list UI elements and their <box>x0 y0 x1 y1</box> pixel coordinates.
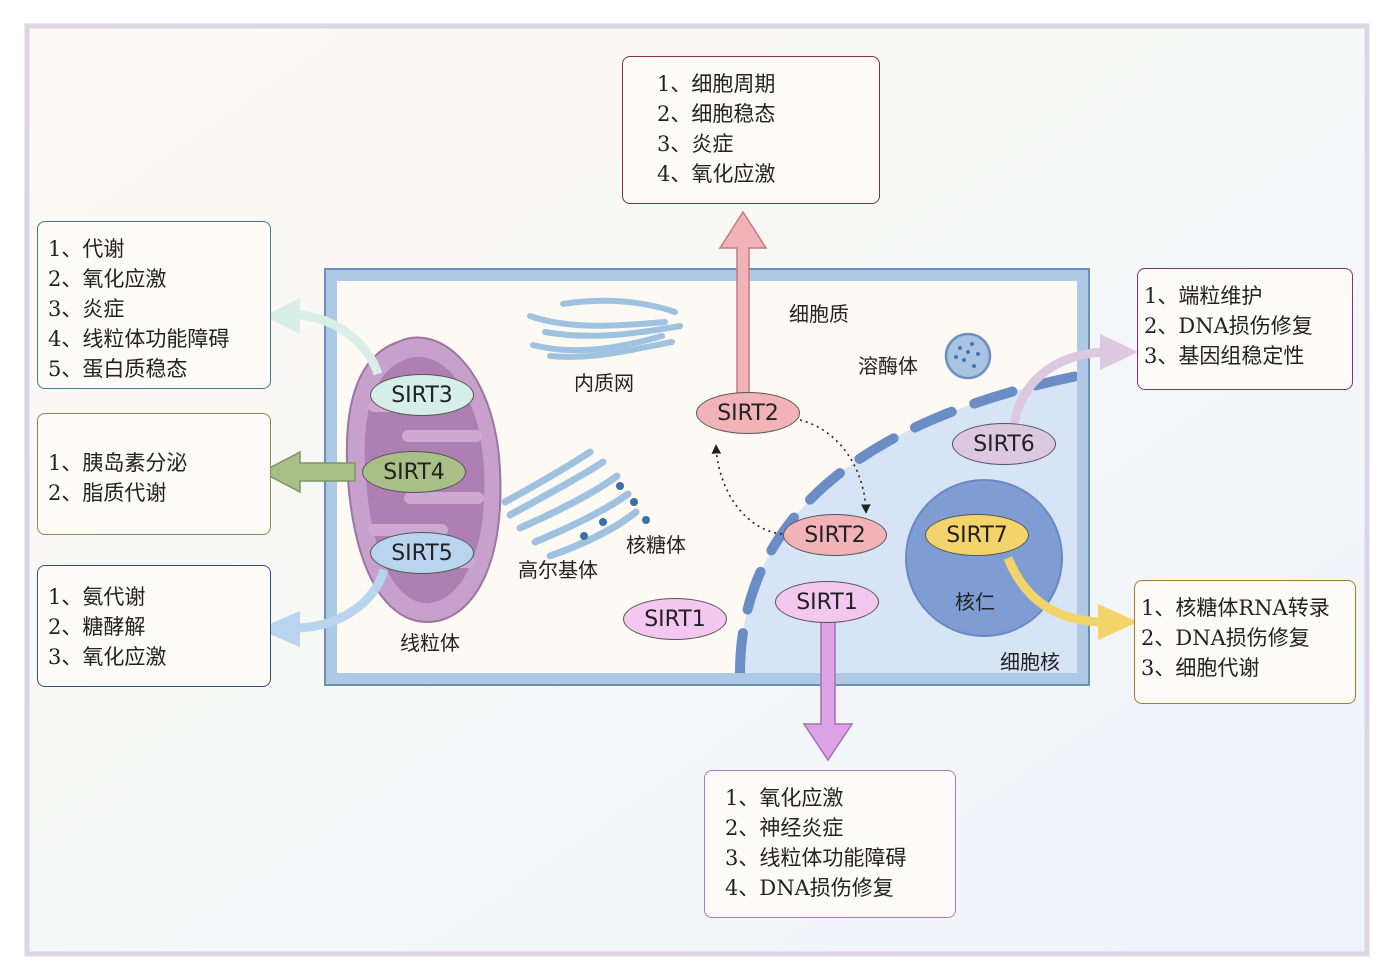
arrow-sirt5 <box>258 568 389 647</box>
sirt4-function-1: 1、胰岛素分泌 <box>48 451 188 475</box>
golgi-label: 高尔基体 <box>518 558 598 582</box>
sirt7-function-2: 2、DNA损伤修复 <box>1141 626 1310 650</box>
sirt5-node: SIRT5 <box>370 532 474 574</box>
lysosome-label: 溶酶体 <box>858 354 918 378</box>
sirt3-function-4: 4、线粒体功能障碍 <box>48 327 230 351</box>
sirt1-function-2: 2、神经炎症 <box>725 816 844 840</box>
sirt2-cytoplasm-node: SIRT2 <box>696 392 800 434</box>
sirt3-function-1: 1、代谢 <box>48 237 125 261</box>
sirt2-nucleus-node: SIRT2 <box>783 514 887 556</box>
sirt5-function-1: 1、氨代谢 <box>48 585 146 609</box>
sirt2-function-box: 1、细胞周期 2、细胞稳态 3、炎症 4、氧化应激 <box>622 56 880 204</box>
sirt1-function-1: 1、氧化应激 <box>725 786 844 810</box>
sirt7-node: SIRT7 <box>925 514 1029 556</box>
sirt3-function-5: 5、蛋白质稳态 <box>48 357 188 381</box>
sirt4-node: SIRT4 <box>362 451 466 493</box>
sirt7-function-1: 1、核糖体RNA转录 <box>1141 596 1330 620</box>
lysosome-shape <box>944 332 992 380</box>
nucleolus-label: 核仁 <box>955 590 995 614</box>
sirt2-function-4: 4、氧化应激 <box>657 162 776 186</box>
ribosome-label: 核糖体 <box>626 533 686 557</box>
arrow-sirt4 <box>260 450 356 494</box>
sirt3-function-box: 1、代谢 2、氧化应激 3、炎症 4、线粒体功能障碍 5、蛋白质稳态 <box>37 221 271 389</box>
sirt2-function-2: 2、细胞稳态 <box>657 102 776 126</box>
sirt1-function-3: 3、线粒体功能障碍 <box>725 846 907 870</box>
sirt4-function-2: 2、脂质代谢 <box>48 481 167 505</box>
sirt7-function-3: 3、细胞代谢 <box>1141 656 1260 680</box>
sirt5-function-3: 3、氧化应激 <box>48 645 167 669</box>
sirt1-cytoplasm-node: SIRT1 <box>623 598 727 640</box>
sirt5-function-2: 2、糖酵解 <box>48 615 146 639</box>
er-label: 内质网 <box>574 371 634 395</box>
sirt6-function-3: 3、基因组稳定性 <box>1144 344 1305 368</box>
sirt7-function-box: 1、核糖体RNA转录 2、DNA损伤修复 3、细胞代谢 <box>1134 580 1356 704</box>
sirt6-node: SIRT6 <box>952 423 1056 465</box>
arrow-sirt6 <box>1009 334 1138 427</box>
cytoplasm-label: 细胞质 <box>789 302 849 326</box>
sirt2-function-1: 1、细胞周期 <box>657 72 776 96</box>
arrow-sirt3 <box>264 298 383 376</box>
sirt1-function-4: 4、DNA损伤修复 <box>725 876 894 900</box>
sirt4-function-box: 1、胰岛素分泌 2、脂质代谢 <box>37 413 271 535</box>
golgi-shape <box>501 448 640 560</box>
sirt3-function-2: 2、氧化应激 <box>48 267 167 291</box>
sirt3-function-3: 3、炎症 <box>48 297 125 321</box>
mitochondria-label: 线粒体 <box>400 631 460 655</box>
sirt1-nucleus-node: SIRT1 <box>775 581 879 623</box>
sirt1-function-box: 1、氧化应激 2、神经炎症 3、线粒体功能障碍 4、DNA损伤修复 <box>704 770 956 918</box>
nuclear-envelope <box>735 371 1077 673</box>
sirt5-function-box: 1、氨代谢 2、糖酵解 3、氧化应激 <box>37 565 271 687</box>
shuttle-arrow-to-nucleus <box>799 419 871 514</box>
arrow-sirt1 <box>802 621 854 762</box>
sirt6-function-1: 1、端粒维护 <box>1144 284 1263 308</box>
arrow-sirt2 <box>718 210 768 397</box>
shuttle-arrow-to-cytoplasm <box>711 444 783 535</box>
nucleus-label: 细胞核 <box>1000 650 1060 674</box>
sirt6-function-box: 1、端粒维护 2、DNA损伤修复 3、基因组稳定性 <box>1137 268 1353 390</box>
er-shape <box>527 297 683 360</box>
sirt3-node: SIRT3 <box>370 374 474 416</box>
ribosome-dots <box>580 482 650 540</box>
sirt6-function-2: 2、DNA损伤修复 <box>1144 314 1313 338</box>
arrow-sirt7 <box>1003 556 1138 640</box>
sirt2-function-3: 3、炎症 <box>657 132 734 156</box>
